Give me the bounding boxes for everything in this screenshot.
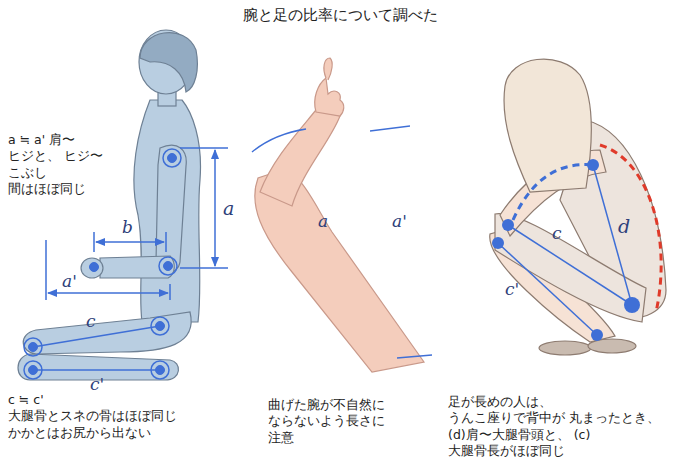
hair — [140, 33, 197, 92]
joint-dot — [168, 154, 177, 163]
upper-arm — [156, 145, 186, 272]
measure-letter: c' — [90, 373, 104, 395]
dimension-line — [48, 292, 168, 294]
dimension-line — [214, 150, 216, 266]
sandal — [539, 341, 591, 355]
dimension-tick — [45, 240, 47, 300]
measure-letter: c — [552, 222, 562, 244]
shoulder-curve — [513, 165, 593, 220]
note-text: a ≒ a' 肩〜ヒジと、 ヒジ〜こぶし 間はほぼ同じ — [8, 132, 103, 197]
torso — [134, 100, 201, 322]
length-line — [498, 243, 597, 335]
fist — [81, 258, 103, 278]
finger — [324, 58, 332, 80]
length-line — [33, 326, 160, 347]
joint-dot — [502, 219, 514, 231]
kneeling-figure — [18, 30, 201, 380]
joint-dot — [587, 159, 599, 171]
bent-arm — [255, 58, 424, 372]
joint-dot — [492, 237, 504, 249]
thigh — [495, 214, 646, 322]
joint-dot — [164, 262, 173, 271]
guide-arc — [252, 129, 306, 152]
body-guides — [498, 145, 661, 335]
dimension-tick — [180, 267, 228, 269]
length-line — [508, 225, 632, 305]
measure-letter: a' — [62, 270, 77, 292]
note-text: 曲げた腕が不自然に ならないよう長さに 注意 — [268, 397, 388, 446]
measure-letter: a' — [392, 210, 407, 232]
note-text: 足が長めの人は、うんこ座りで背中が 丸まったとき、(d)肩〜大腿骨頭と、 (c)… — [448, 394, 668, 459]
squatting-figure — [490, 59, 666, 355]
back-curve — [600, 145, 661, 312]
dimension-tick — [165, 232, 167, 252]
sandal — [588, 339, 636, 353]
joint-ring — [159, 257, 177, 275]
title: 腕と足の比率について調べた — [0, 6, 680, 26]
joint-dot — [90, 263, 99, 272]
joint-dot — [591, 329, 603, 341]
dimension-tick — [169, 284, 171, 300]
guide-line — [397, 355, 432, 358]
hand — [315, 78, 344, 116]
note-text: c ≒ c' 大腿骨とスネの骨はほぼ同じ かかとはお尻から出ない — [8, 392, 183, 441]
measure-letter: d — [618, 214, 630, 239]
thigh — [23, 312, 191, 354]
measure-letter: a — [223, 196, 234, 221]
hair — [504, 59, 591, 192]
measure-letter: a — [318, 210, 328, 232]
guide-line — [370, 126, 410, 131]
dimension-tick — [180, 147, 228, 149]
dimension-line — [96, 241, 164, 243]
arm-guides — [252, 126, 432, 358]
joint-dot — [624, 297, 640, 313]
forearm — [260, 110, 340, 206]
measure-letter: c — [86, 310, 96, 332]
joint-markers — [492, 159, 640, 341]
dimension-tick — [93, 232, 95, 252]
length-line — [33, 369, 160, 371]
joint-ring — [163, 149, 181, 167]
measure-letter: b — [122, 216, 133, 238]
measure-letter: c' — [505, 278, 519, 300]
